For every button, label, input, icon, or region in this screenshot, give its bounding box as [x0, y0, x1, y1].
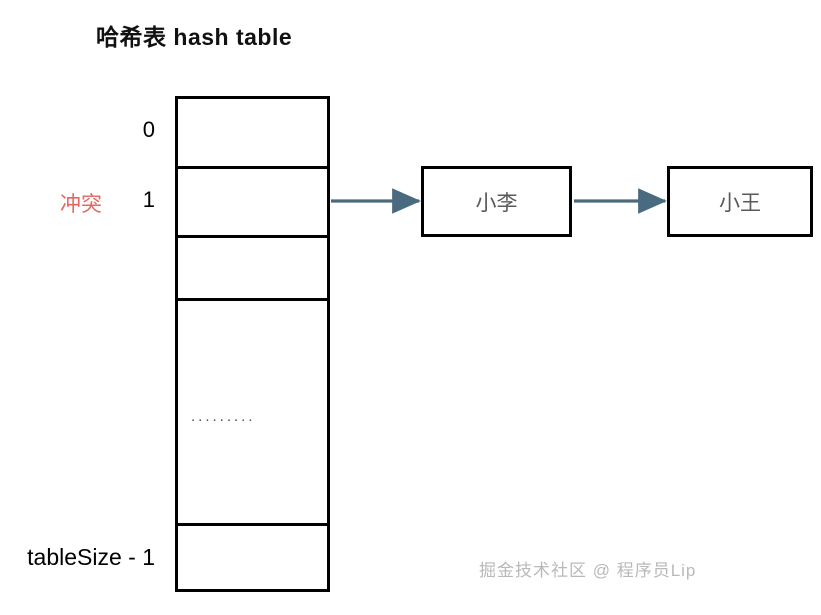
index-label-last: tableSize - 1 — [27, 544, 155, 570]
bucket-cell-last — [178, 526, 327, 589]
watermark: 掘金技术社区 @ 程序员Lip — [479, 561, 697, 580]
chain-node-2: 小王 — [667, 166, 813, 237]
chain-node-1-label: 小李 — [475, 191, 518, 215]
bucket-cell-0 — [178, 99, 327, 166]
bucket-cell-1 — [178, 169, 327, 235]
ellipsis-label: ......... — [191, 408, 256, 425]
chain-node-2-label: 小王 — [719, 191, 761, 215]
bucket-divider-1 — [175, 235, 330, 238]
index-label-0: 0 — [142, 117, 155, 142]
hash-table-column: ......... — [175, 96, 330, 592]
bucket-divider-0 — [175, 166, 330, 169]
bucket-divider-3 — [175, 523, 330, 526]
page-title: 哈希表 hash table — [96, 24, 293, 50]
bucket-divider-2 — [175, 298, 330, 301]
index-label-1: 1 — [142, 187, 155, 212]
collision-annotation: 冲突 — [60, 193, 102, 216]
bucket-cell-2 — [178, 238, 327, 298]
chain-node-1: 小李 — [421, 166, 572, 237]
